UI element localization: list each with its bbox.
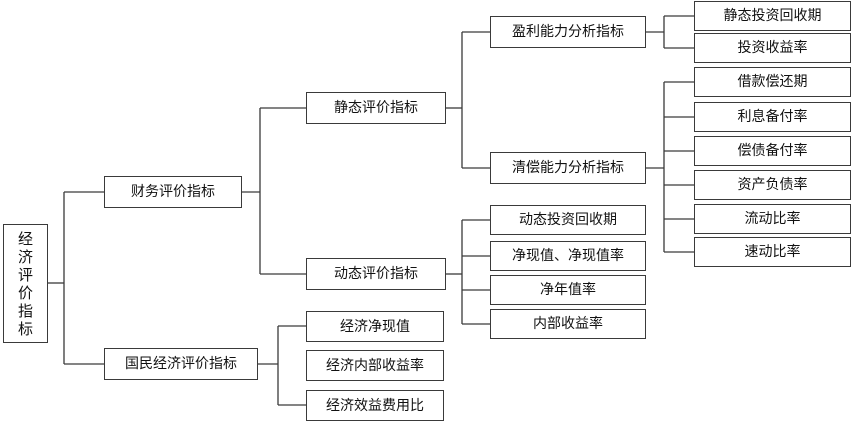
national-economic-evaluation-node: 国民经济评价指标 xyxy=(104,348,258,380)
root-char: 标 xyxy=(17,319,33,338)
root-node: 经 济 评 价 指 标 xyxy=(3,224,48,343)
return-on-investment-node: 投资收益率 xyxy=(694,33,851,63)
static-evaluation-node: 静态评价指标 xyxy=(306,92,446,124)
internal-rate-of-return-node: 内部收益率 xyxy=(490,309,646,339)
loan-repayment-period-node: 借款偿还期 xyxy=(694,67,851,97)
asset-liability-ratio-node: 资产负债率 xyxy=(694,170,851,200)
profitability-analysis-node: 盈利能力分析指标 xyxy=(490,16,646,48)
economic-npv-node: 经济净现值 xyxy=(306,311,444,342)
root-char: 价 xyxy=(17,283,33,302)
net-annual-value-rate-node: 净年值率 xyxy=(490,275,646,305)
root-char: 指 xyxy=(17,301,33,320)
economic-irr-node: 经济内部收益率 xyxy=(306,350,444,381)
root-char: 评 xyxy=(17,265,33,284)
financial-evaluation-node: 财务评价指标 xyxy=(104,176,242,208)
root-char: 经 xyxy=(17,229,33,248)
interest-coverage-ratio-node: 利息备付率 xyxy=(694,102,851,132)
root-char: 济 xyxy=(17,247,33,266)
static-payback-node: 静态投资回收期 xyxy=(694,1,851,31)
dynamic-evaluation-node: 动态评价指标 xyxy=(306,258,446,290)
npv-and-npv-ratio-node: 净现值、净现值率 xyxy=(490,241,646,271)
debt-service-coverage-node: 偿债备付率 xyxy=(694,136,851,166)
solvency-analysis-node: 清偿能力分析指标 xyxy=(490,152,646,184)
economic-benefit-cost-ratio-node: 经济效益费用比 xyxy=(306,390,444,421)
quick-ratio-node: 速动比率 xyxy=(694,237,851,267)
current-ratio-node: 流动比率 xyxy=(694,204,851,234)
dynamic-payback-node: 动态投资回收期 xyxy=(490,205,646,235)
